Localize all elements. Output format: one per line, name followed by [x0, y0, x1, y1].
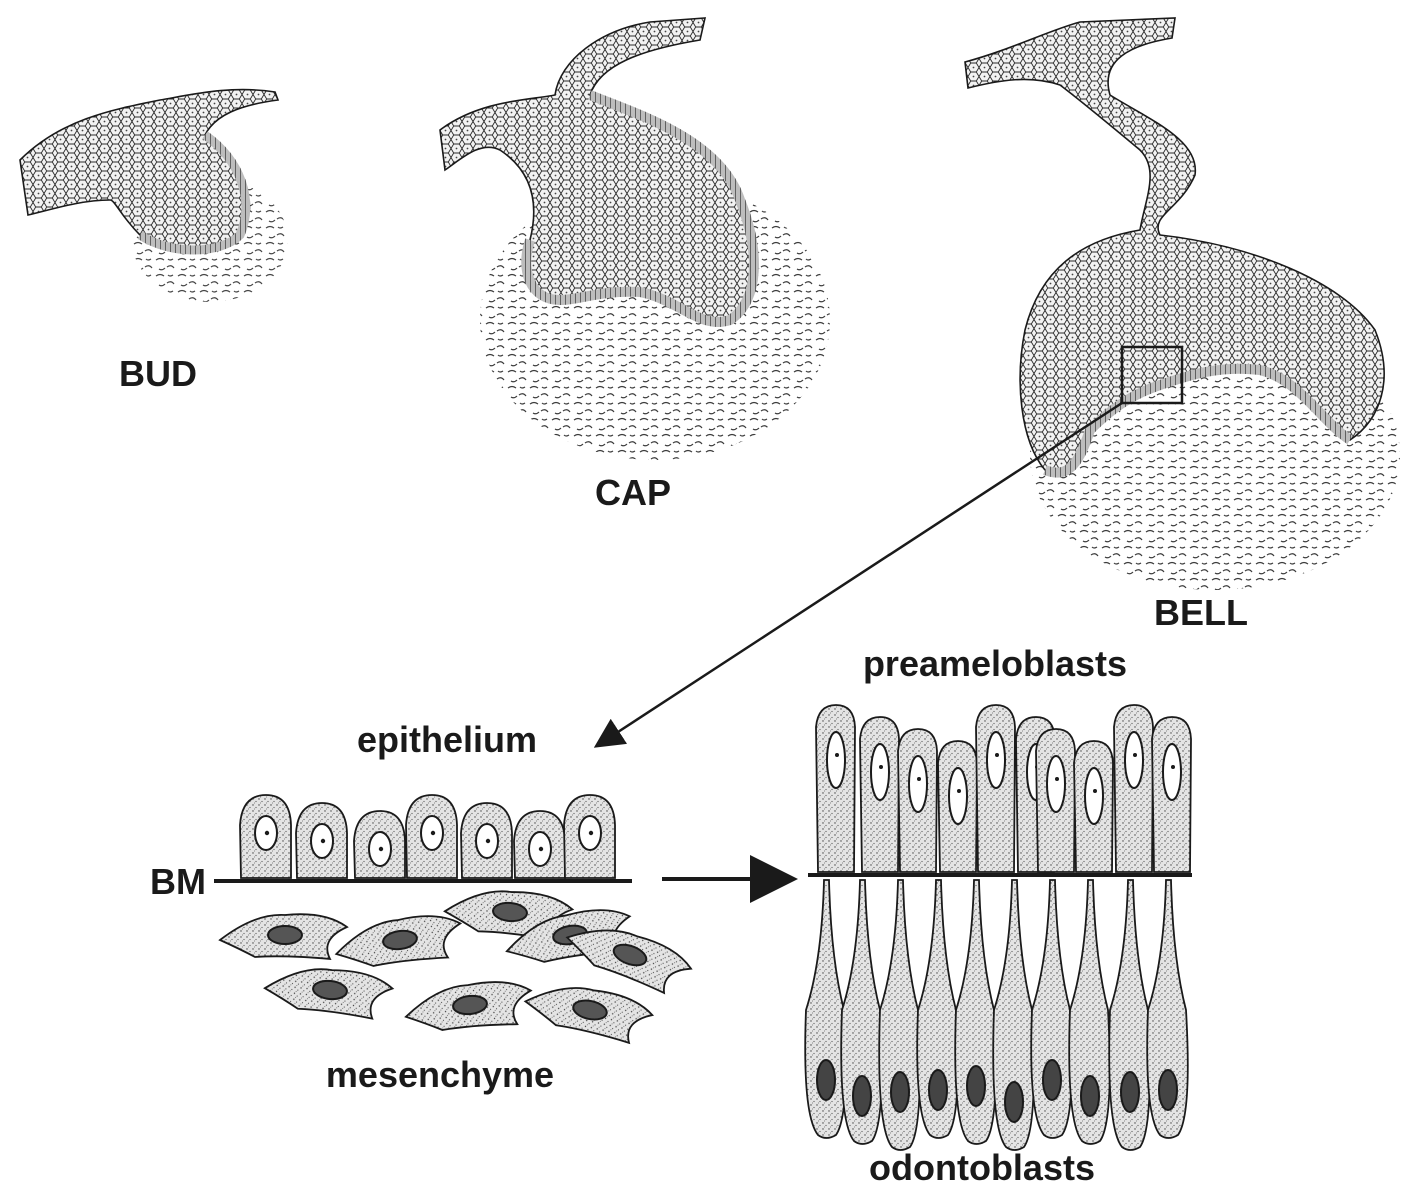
mesenchyme-label: mesenchyme	[326, 1054, 554, 1095]
mesenchymal-cell	[333, 911, 465, 973]
epithelium-cells	[240, 795, 615, 878]
epithelial-cell	[514, 811, 565, 878]
preameloblasts-label: preameloblasts	[863, 643, 1127, 684]
odontoblast-cells	[805, 880, 1188, 1150]
epithelial-cell	[564, 795, 615, 878]
bm-label: BM	[150, 861, 206, 902]
preameloblast-cell	[898, 729, 937, 872]
preameloblast-cell	[976, 705, 1015, 872]
mesenchymal-cell	[220, 914, 347, 959]
odontoblast-cell	[879, 880, 920, 1150]
mesenchymal-cell	[403, 978, 534, 1036]
bud-stage-drawing	[20, 90, 288, 302]
odontoblast-cell	[1069, 880, 1110, 1144]
odontoblast-cell	[805, 880, 846, 1138]
odontoblast-cell	[1031, 880, 1072, 1138]
mesenchymal-cell	[263, 963, 394, 1021]
preameloblast-cell	[816, 705, 855, 872]
odontoblast-cell	[917, 880, 958, 1138]
preameloblast-cells	[816, 705, 1191, 872]
epithelial-cell	[461, 803, 512, 878]
odontoblasts-label: odontoblasts	[869, 1147, 1095, 1188]
preameloblast-cell	[938, 741, 977, 872]
odontoblast-cell	[1147, 880, 1188, 1138]
preameloblast-cell	[1036, 729, 1075, 872]
bell-label: BELL	[1154, 592, 1248, 633]
epithelial-cell	[240, 795, 291, 878]
preameloblast-cell	[1074, 741, 1113, 872]
cap-stage-drawing	[440, 18, 830, 460]
odontoblast-cell	[955, 880, 996, 1144]
mesenchyme-cells	[220, 886, 695, 1047]
preameloblast-cell	[1114, 705, 1153, 872]
cap-label: CAP	[595, 472, 671, 513]
preameloblast-cell	[1152, 717, 1191, 872]
mesenchymal-cell	[521, 976, 655, 1046]
odontoblast-cell	[1109, 880, 1150, 1150]
epithelium-label: epithelium	[357, 719, 537, 760]
odontoblast-cell	[993, 880, 1034, 1150]
epithelial-cell	[354, 811, 405, 878]
bell-stage-drawing	[965, 18, 1400, 590]
epithelial-cell	[406, 795, 457, 878]
bud-label: BUD	[119, 353, 197, 394]
preameloblast-cell	[860, 717, 899, 872]
epithelial-cell	[296, 803, 347, 878]
odontoblast-cell	[841, 880, 882, 1144]
